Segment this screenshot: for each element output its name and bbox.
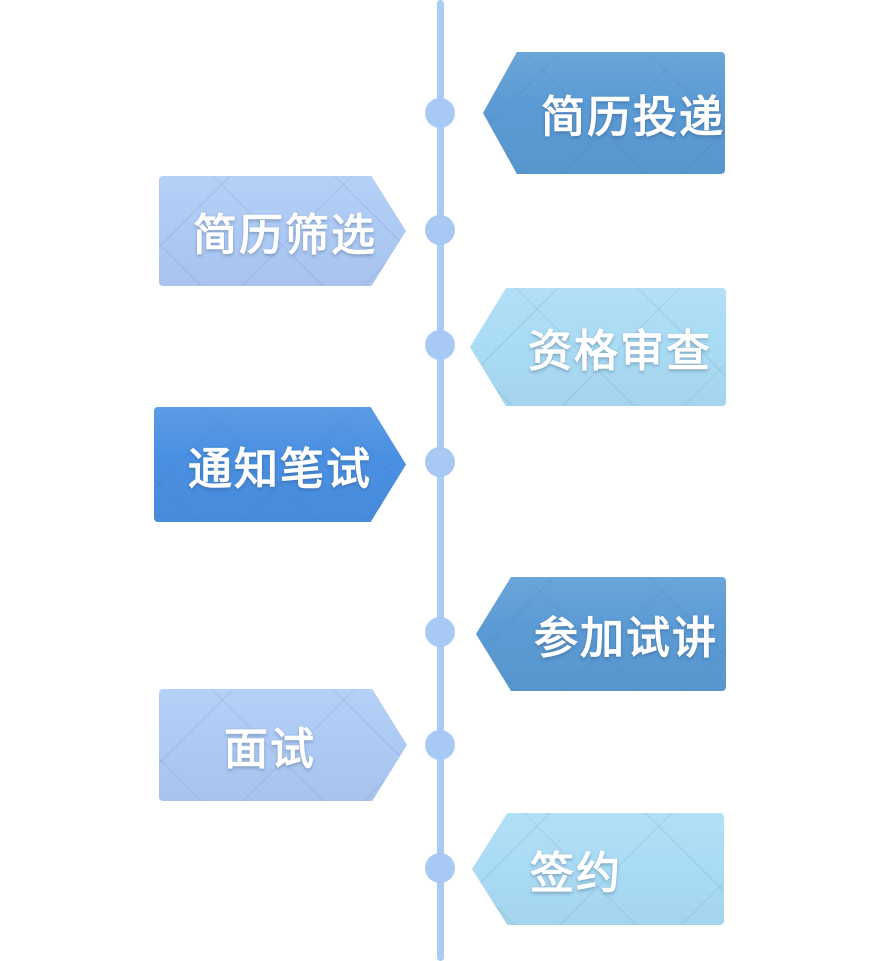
timeline-node-6 bbox=[425, 730, 455, 760]
stage-label-2: 简历筛选 bbox=[193, 211, 377, 260]
stage-label-5: 参加试讲 bbox=[534, 614, 718, 663]
stage-banner-4[interactable]: 通知笔试 bbox=[154, 407, 406, 522]
timeline-axis bbox=[436, 0, 444, 961]
timeline-node-4 bbox=[425, 447, 455, 477]
stage-banner-7[interactable]: 签约 bbox=[472, 813, 724, 925]
stage-banner-2[interactable]: 简历筛选 bbox=[159, 176, 406, 286]
stage-banner-1[interactable]: 简历投递 bbox=[483, 52, 725, 174]
stage-banner-3[interactable]: 资格审查 bbox=[470, 288, 726, 406]
stage-banner-5[interactable]: 参加试讲 bbox=[476, 577, 726, 691]
timeline-node-5 bbox=[425, 617, 455, 647]
stage-label-3: 资格审查 bbox=[528, 327, 712, 376]
stage-banner-6[interactable]: 面试 bbox=[159, 689, 407, 801]
stage-label-1: 简历投递 bbox=[541, 93, 725, 142]
timeline-node-3 bbox=[425, 330, 455, 360]
timeline-node-2 bbox=[425, 215, 455, 245]
timeline-node-7 bbox=[425, 853, 455, 883]
timeline-node-1 bbox=[425, 98, 455, 128]
stage-label-4: 通知笔试 bbox=[188, 444, 372, 494]
stage-label-6: 面试 bbox=[224, 725, 316, 774]
stage-label-7: 签约 bbox=[530, 849, 622, 898]
